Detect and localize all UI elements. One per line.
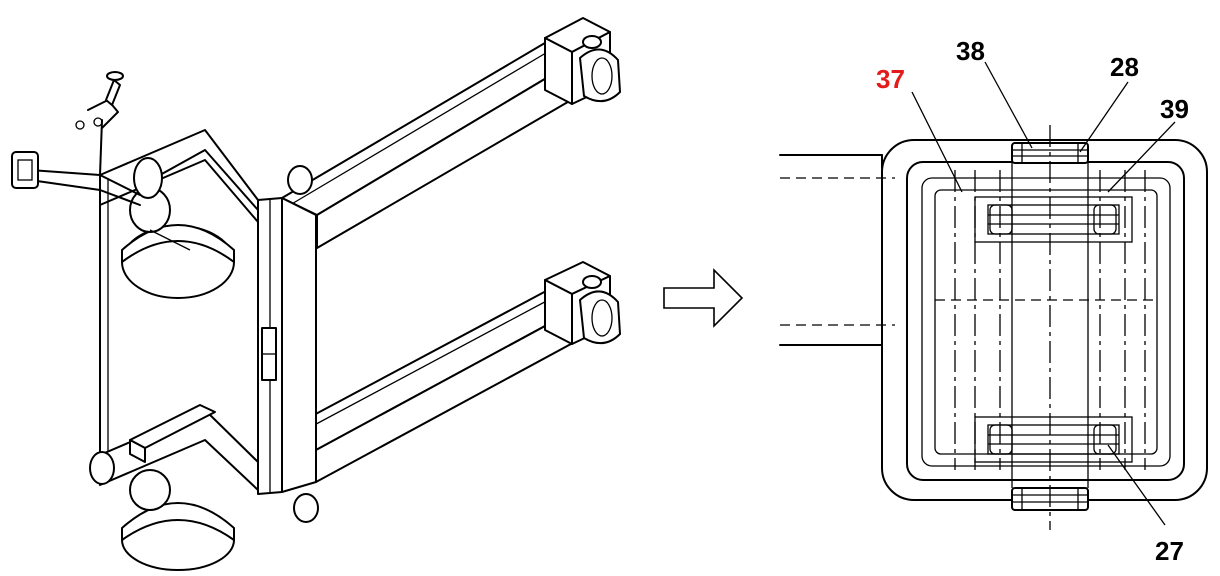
detail-section-view: 37 38 28 39 27: [779, 36, 1208, 566]
back-frame-top: [99, 129, 259, 456]
callout-27: 27: [1155, 536, 1184, 566]
lower-caster: [579, 275, 621, 345]
callout-37: 37: [876, 64, 905, 94]
centerlines: [935, 125, 1157, 530]
lower-arm: [281, 261, 621, 483]
top-bearing-block: [974, 196, 1133, 243]
callout-39: 39: [1160, 94, 1189, 124]
leader-lines: [911, 61, 1176, 526]
callout-labels: 37 38 28 39 27: [876, 36, 1189, 566]
callout-38: 38: [956, 36, 985, 66]
upper-swivel-wheel: [121, 157, 235, 299]
pedal-lever: [11, 71, 141, 206]
lower-swivel-wheel: [89, 451, 235, 571]
back-frame-bottom: [99, 404, 259, 491]
upper-caster: [579, 35, 621, 103]
inner-tube-wall: [906, 161, 1185, 481]
outer-tube: [881, 139, 1208, 501]
cross-member: [257, 165, 319, 523]
upper-arm: [281, 17, 621, 249]
bottom-bearing-block: [974, 416, 1133, 463]
callout-28: 28: [1110, 52, 1139, 82]
frame-assembly-isometric: [11, 17, 621, 571]
side-tube: [779, 154, 895, 346]
right-arrow-icon: [663, 268, 744, 328]
